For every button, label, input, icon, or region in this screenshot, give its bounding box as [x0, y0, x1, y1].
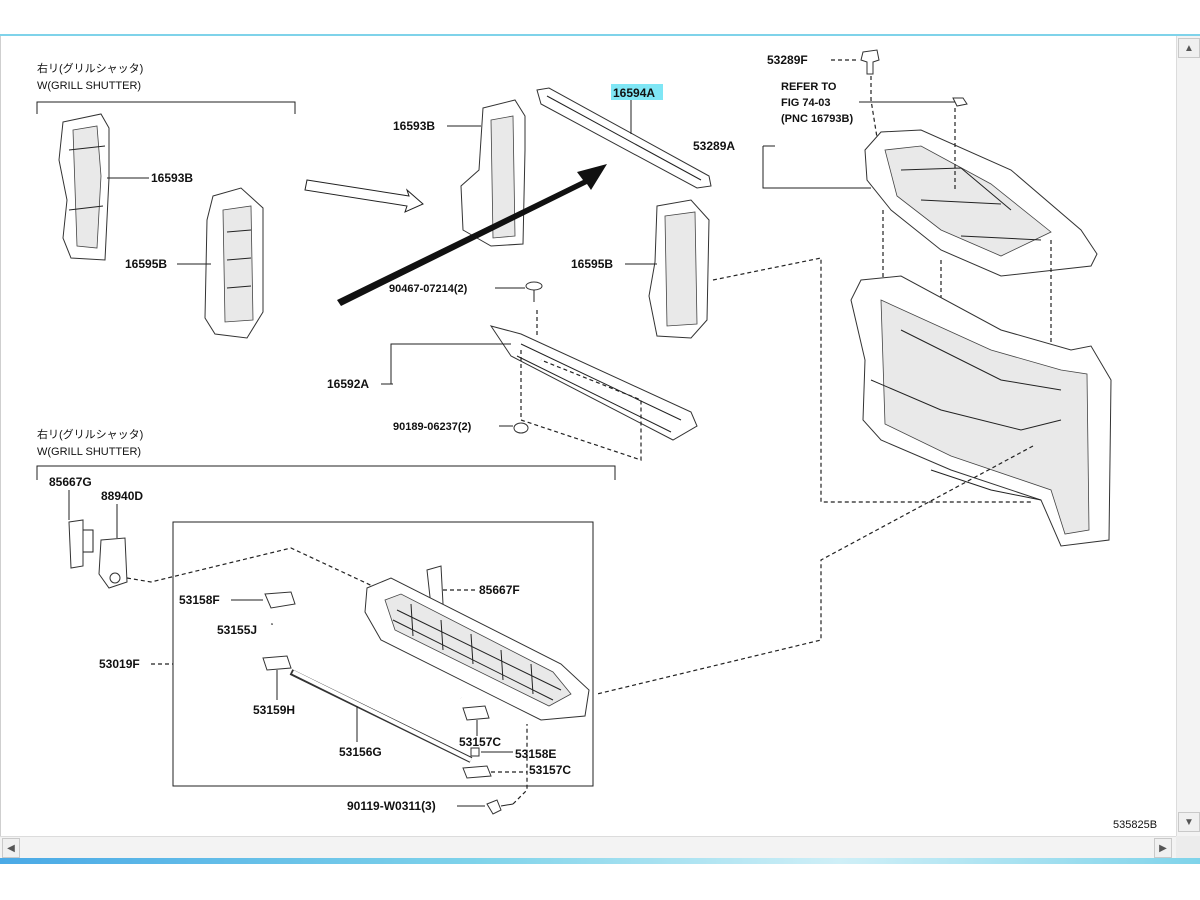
- part-clip-90467: [525, 281, 543, 302]
- part-shutter-frame-left: [204, 187, 264, 339]
- scroll-left-button[interactable]: ◀: [2, 838, 20, 858]
- label-85667G: 85667G: [49, 475, 92, 489]
- vertical-scrollbar[interactable]: ▲ ▼: [1176, 36, 1200, 836]
- label-16595B-right: 16595B: [571, 257, 613, 271]
- refer-line-3: (PNC 16793B): [781, 113, 853, 125]
- part-grill-shutter-assembly: [364, 577, 590, 721]
- part-seal-53157C-b: [462, 765, 492, 779]
- part-seal-53159H: [262, 655, 292, 671]
- highlight-16594A: [611, 84, 663, 100]
- label-90119: 90119-W0311(3): [347, 799, 436, 813]
- label-16595B-left: 16595B: [125, 257, 167, 271]
- group-note-jp-top: 右リ(グリルシャッタ): [37, 61, 143, 75]
- label-16593B-center: 16593B: [393, 119, 435, 133]
- group-bracket-top: [36, 101, 296, 114]
- part-seal-53158E: [470, 747, 480, 757]
- window-top-band: [0, 0, 1200, 36]
- part-bolt-90119: [486, 799, 514, 815]
- label-53157C-a: 53157C: [459, 735, 501, 749]
- window-below-area: [0, 864, 1200, 900]
- label-53159H: 53159H: [253, 703, 295, 717]
- label-53289F: 53289F: [767, 53, 808, 67]
- refer-marker-icon: [952, 97, 968, 107]
- scroll-down-button[interactable]: ▼: [1178, 812, 1200, 832]
- part-radiator-support-frame: [850, 275, 1112, 547]
- group-bracket-bottom: [36, 465, 616, 480]
- direction-arrow-hollow: [304, 179, 424, 213]
- group-note-en-top: W(GRILL SHUTTER): [37, 80, 141, 92]
- part-bolt-53289F: [860, 49, 880, 75]
- label-90189: 90189-06237(2): [393, 421, 472, 433]
- label-53158F: 53158F: [179, 593, 220, 607]
- label-90467: 90467-07214(2): [389, 283, 468, 295]
- part-upper-seal-16594A: [536, 87, 712, 189]
- label-53289A: 53289A: [693, 139, 735, 153]
- window-bottom-band: [0, 858, 1200, 864]
- label-53155J: 53155J: [217, 623, 257, 637]
- label-16592A: 16592A: [327, 377, 369, 391]
- label-16594A: 16594A: [613, 86, 655, 100]
- part-seal-53158F: [264, 591, 296, 609]
- part-shutter-panel-left: [58, 113, 110, 261]
- refer-line-2: FIG 74-03: [781, 97, 831, 109]
- scroll-right-button[interactable]: ▶: [1154, 838, 1172, 858]
- diagram-viewport: 右リ(グリルシャッタ) W(GRILL SHUTTER) 16593B 1659…: [0, 36, 1177, 836]
- horizontal-scrollbar[interactable]: ◀ ▶: [0, 836, 1176, 859]
- group-note-jp-bottom: 右リ(グリルシャッタ): [37, 427, 143, 441]
- scroll-up-button[interactable]: ▲: [1178, 38, 1200, 58]
- refer-line-1: REFER TO: [781, 81, 837, 93]
- group-note-en-bottom: W(GRILL SHUTTER): [37, 446, 141, 458]
- part-lower-seal-16592A: [489, 325, 698, 441]
- label-88940D: 88940D: [101, 489, 143, 503]
- assembly-box-53019F: [172, 521, 594, 787]
- label-53158E: 53158E: [515, 747, 556, 761]
- parts-diagram: 右リ(グリルシャッタ) W(GRILL SHUTTER) 16593B 1659…: [36, 49, 1157, 831]
- label-53157C-b: 53157C: [529, 763, 571, 777]
- part-seal-53157C-a: [462, 705, 490, 721]
- label-53156G: 53156G: [339, 745, 382, 759]
- part-shutter-frame-right: [648, 199, 710, 339]
- part-screw-90189: [513, 422, 529, 434]
- part-shutter-panel-center: [460, 99, 526, 247]
- part-radiator-support-upper: [864, 129, 1098, 277]
- label-53019F: 53019F: [99, 657, 140, 671]
- label-85667F: 85667F: [479, 583, 520, 597]
- label-16593B-left: 16593B: [151, 171, 193, 185]
- part-bracket-85667G: [68, 519, 94, 569]
- scrollbar-corner: [1176, 836, 1200, 858]
- figure-code: 535825B: [1113, 819, 1157, 831]
- pointer-arrow-black: [337, 164, 607, 306]
- part-sensor-88940D: [98, 537, 128, 589]
